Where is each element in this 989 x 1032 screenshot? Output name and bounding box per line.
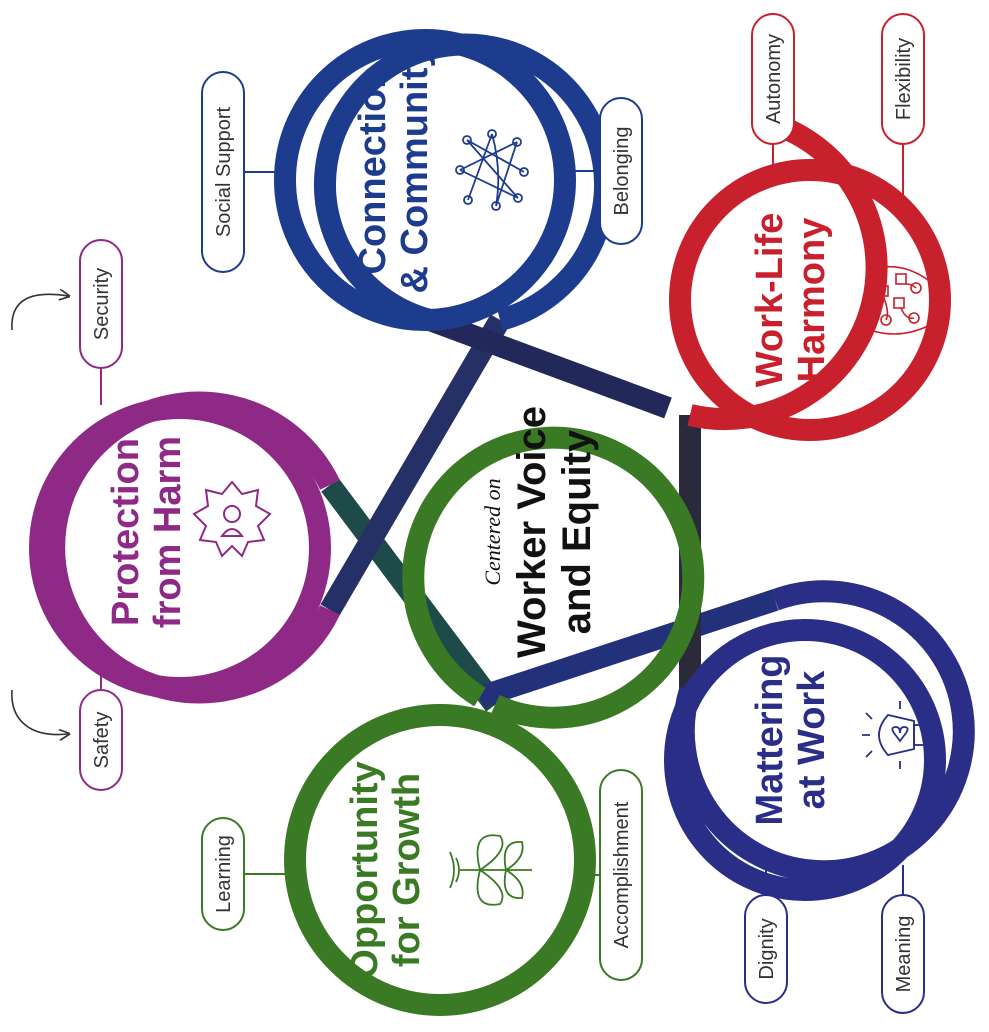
svg-text:Social Support: Social Support bbox=[213, 107, 235, 238]
mattering-title-line1: Mattering bbox=[749, 655, 791, 826]
security-arrow bbox=[11, 294, 68, 331]
svg-text:Accomplishment: Accomplishment bbox=[611, 801, 633, 948]
svg-text:Autonomy: Autonomy bbox=[763, 34, 785, 124]
protection-title-line2: from Harm bbox=[147, 436, 189, 628]
connection-loop bbox=[274, 29, 576, 331]
protection-tag-security: Security bbox=[79, 239, 123, 369]
connection-tag-belonging: Belonging bbox=[565, 97, 643, 245]
growth-ring bbox=[402, 426, 705, 729]
center-line1: Worker Voice bbox=[510, 406, 554, 658]
center-line2: and Equity bbox=[555, 429, 599, 634]
protection-title-line1: Protection bbox=[105, 438, 147, 626]
band-connection-worklife bbox=[426, 309, 672, 419]
growth-title-line1: Opportunity bbox=[344, 761, 386, 978]
svg-text:Meaning: Meaning bbox=[893, 916, 915, 993]
worklife-loop bbox=[669, 159, 951, 441]
mattering-tag-dignity: Dignity bbox=[744, 865, 788, 1004]
protection-loop bbox=[29, 397, 331, 699]
svg-text:Belonging: Belonging bbox=[611, 127, 633, 216]
network-icon bbox=[455, 129, 529, 211]
center-prefix: Centered on bbox=[480, 478, 505, 585]
mattering-loop bbox=[664, 619, 946, 901]
svg-text:Safety: Safety bbox=[91, 712, 113, 769]
band-growth-mattering bbox=[476, 589, 779, 708]
connection-tag-social-support: Social Support bbox=[201, 71, 284, 273]
worklife-title-line1: Work-Life bbox=[749, 213, 791, 388]
svg-text:Learning: Learning bbox=[213, 835, 235, 913]
growth-title-line2: for Growth bbox=[386, 773, 428, 967]
petal-protection: Protection from Harm Security Safety bbox=[11, 239, 272, 791]
flow-nodes-icon bbox=[869, 265, 931, 335]
worklife-tag-autonomy: Autonomy bbox=[751, 13, 795, 175]
plant-icon bbox=[449, 834, 532, 906]
connection-title-line1: Connection bbox=[352, 66, 394, 275]
band-connection-protection bbox=[320, 314, 510, 616]
growth-tag-learning: Learning bbox=[201, 817, 290, 931]
svg-text:Security: Security bbox=[91, 268, 113, 340]
petal-growth: Opportunity for Growth Learning Accompli… bbox=[201, 761, 643, 981]
mattering-tag-meaning: Meaning bbox=[881, 865, 925, 1014]
shield-person-icon bbox=[192, 480, 272, 558]
growth-loop bbox=[284, 704, 596, 1016]
growth-tag-accomplishment: Accomplishment bbox=[580, 769, 643, 981]
mattering-title-line2: at Work bbox=[791, 670, 833, 810]
safety-arrow bbox=[11, 689, 68, 735]
svg-text:Dignity: Dignity bbox=[756, 918, 778, 979]
worklife-tag-flexibility: Flexibility bbox=[881, 13, 925, 200]
connection-title-line2: & Community bbox=[394, 47, 436, 294]
petal-mattering: Mattering at Work Dignity Meaning bbox=[744, 655, 925, 1014]
petal-connection: Connection & Community Social Support Be… bbox=[201, 47, 643, 294]
worklife-title-line2: Harmony bbox=[791, 218, 833, 383]
lightbulb-heart-icon bbox=[862, 701, 925, 769]
center-label: Centered on Worker Voice and Equity bbox=[480, 406, 599, 658]
ring-loops bbox=[29, 29, 951, 1016]
svg-text:Flexibility: Flexibility bbox=[893, 38, 915, 120]
protection-tag-safety: Safety bbox=[79, 689, 123, 791]
petal-worklife: Work-Life Harmony Autonomy Flexibility bbox=[749, 13, 931, 388]
